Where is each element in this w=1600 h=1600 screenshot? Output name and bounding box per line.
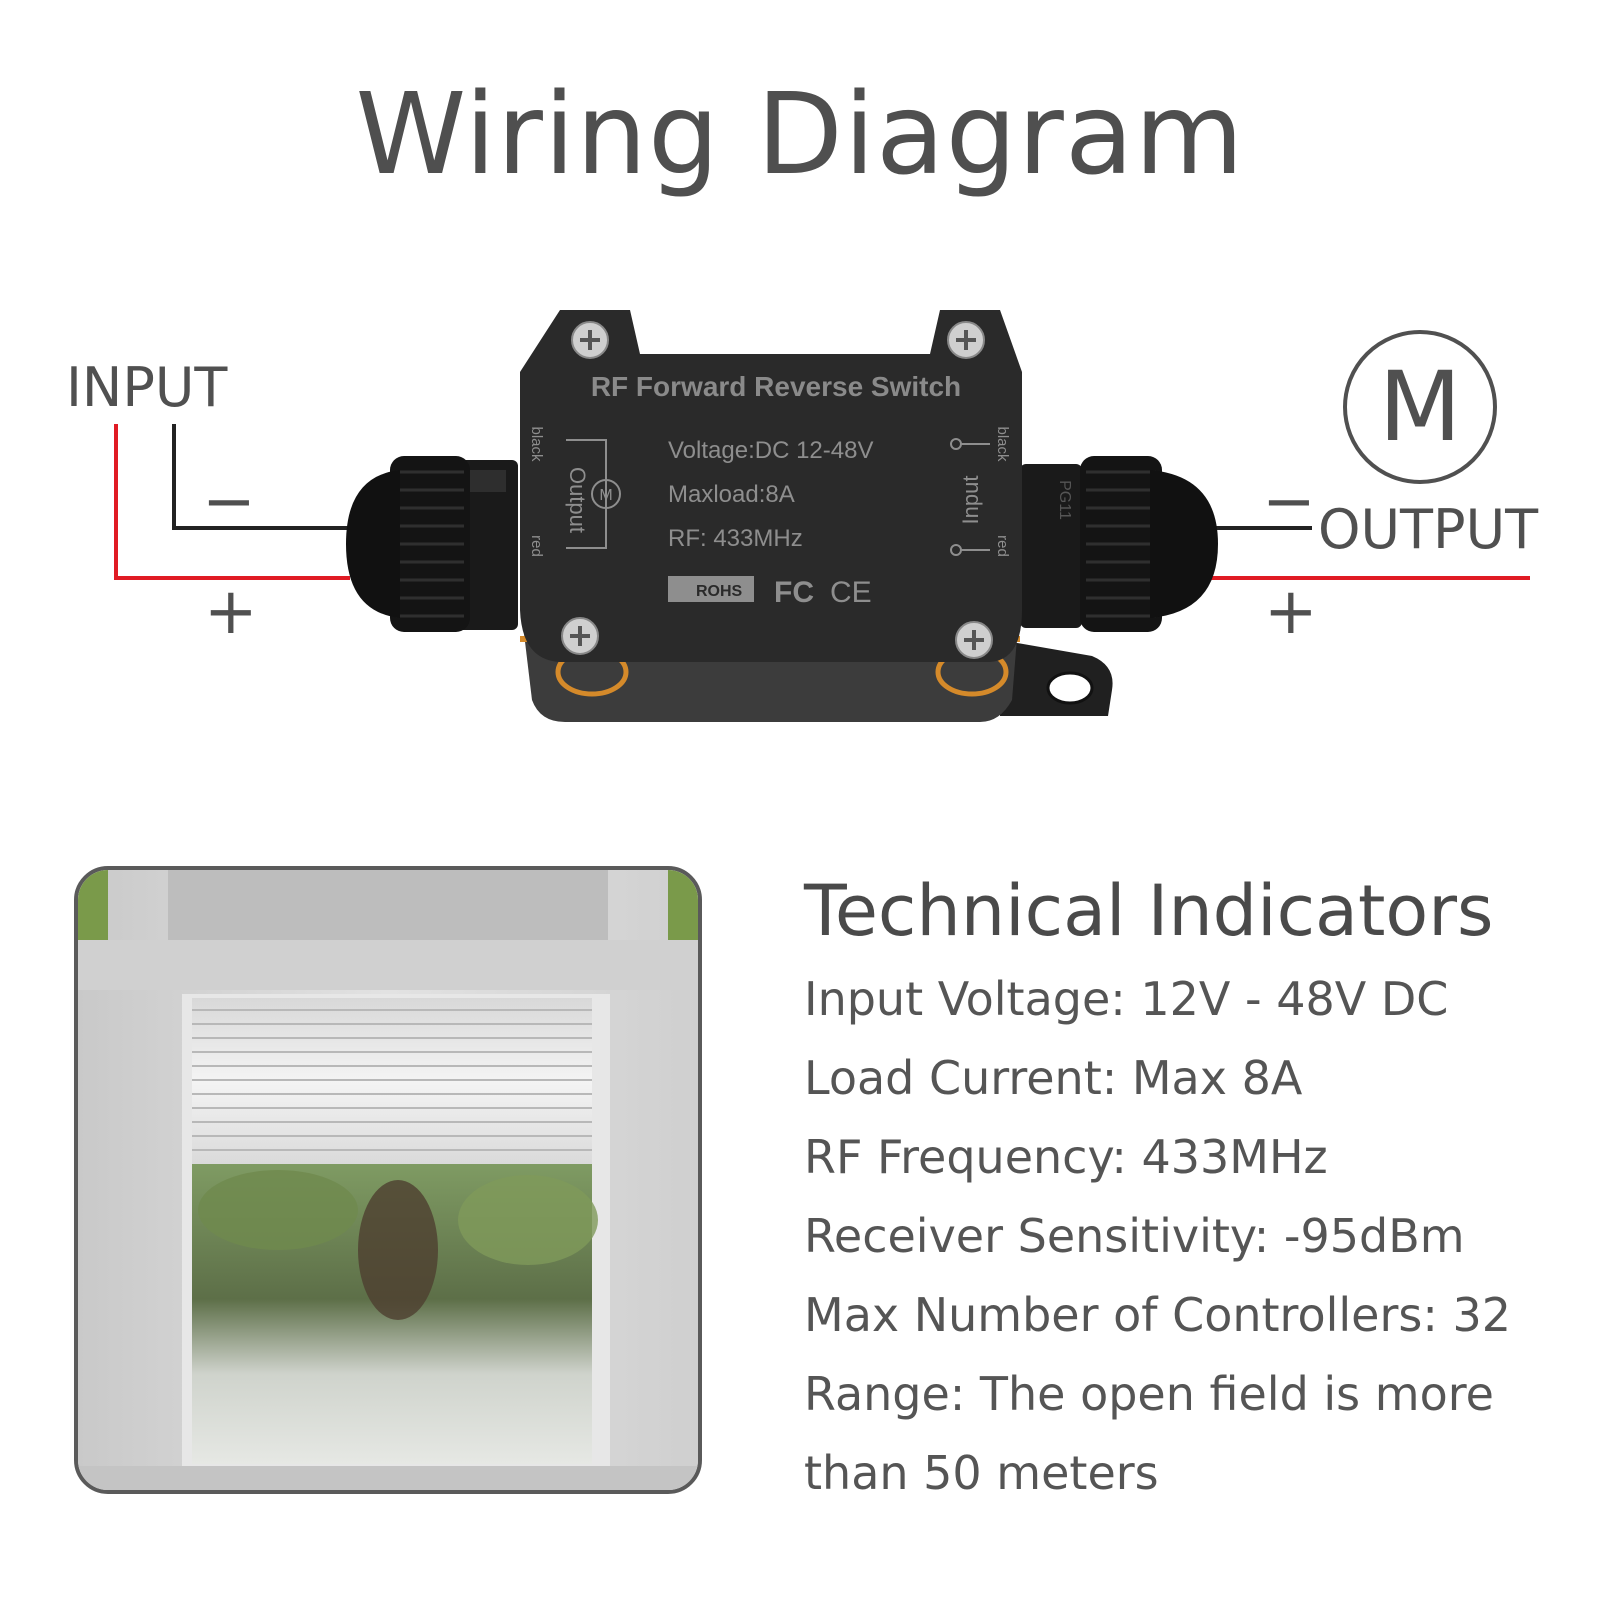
right-port-label: Input xyxy=(958,476,983,525)
foliage-left xyxy=(78,870,108,940)
left-terminal-markings: Output xyxy=(565,467,590,533)
output-label: OUTPUT xyxy=(1318,498,1539,561)
spec-line: RF Frequency: 433MHz xyxy=(804,1130,1328,1184)
tech-heading: Technical Indicators xyxy=(804,870,1494,952)
motor-symbol: M xyxy=(1343,330,1497,484)
rohs-text: ROHS xyxy=(696,583,743,600)
screw-bottom-left xyxy=(561,617,599,655)
enclosure-lid xyxy=(520,310,1022,662)
left-red-label: red xyxy=(528,535,545,557)
rohs-mark xyxy=(668,576,754,602)
lintel-beam xyxy=(78,940,698,990)
left-black-label: black xyxy=(528,426,545,462)
device-rf-text: RF: 433MHz xyxy=(668,525,803,552)
left-motor-letter: M xyxy=(599,487,612,504)
left-motor-circle xyxy=(591,479,621,509)
technical-indicators: Technical Indicators Input Voltage: 12V … xyxy=(804,870,1564,1513)
output-minus-sign: − xyxy=(1262,465,1316,539)
tree-trunk xyxy=(358,1180,438,1320)
spec-line: Load Current: Max 8A xyxy=(804,1051,1303,1105)
right-red-label: red xyxy=(994,535,1011,557)
left-port-label: Output xyxy=(565,467,590,533)
screw-bottom-right xyxy=(955,621,993,659)
left-gland-dome xyxy=(346,470,400,618)
shutter-slat-lines xyxy=(192,1009,592,1151)
input-minus-sign: − xyxy=(202,465,256,539)
right-gland-dome xyxy=(1150,470,1218,618)
fc-mark: FC xyxy=(774,576,814,609)
left-gland-nut xyxy=(456,460,518,630)
spec-line: Max Number of Controllers: 32 xyxy=(804,1288,1511,1342)
input-label: INPUT xyxy=(66,356,228,419)
output-plus-sign: + xyxy=(1264,575,1318,649)
roller-shutter-photo xyxy=(74,866,702,1494)
device-name-text: RF Forward Reverse Switch xyxy=(591,371,961,402)
wiring-diagram: RF Forward Reverse Switch Voltage:DC 12-… xyxy=(114,310,1530,722)
screw-top-right xyxy=(947,321,985,359)
device-voltage-text: Voltage:DC 12-48V xyxy=(668,437,873,464)
bush-left xyxy=(198,1170,358,1250)
motor-letter: M xyxy=(1378,351,1462,463)
left-terminal-lines xyxy=(566,439,607,549)
right-gland-nut xyxy=(1020,464,1082,628)
page-title: Wiring Diagram xyxy=(355,70,1245,200)
spec-line: Receiver Sensitivity: -95dBm xyxy=(804,1209,1465,1263)
right-black-label: black xyxy=(994,426,1011,462)
left-gland-label-plate xyxy=(470,470,506,492)
input-plus-sign: + xyxy=(204,575,258,649)
spec-line: Input Voltage: 12V - 48V DC xyxy=(804,972,1449,1026)
input-positive-wire xyxy=(114,424,350,580)
screw-top-left xyxy=(571,321,609,359)
spec-line: than 50 meters xyxy=(804,1446,1159,1500)
input-negative-wire xyxy=(172,424,350,530)
bush-right xyxy=(458,1175,598,1265)
floor xyxy=(78,1466,698,1490)
gland-label: PG11 xyxy=(1056,480,1073,520)
mounting-hole xyxy=(1046,671,1094,705)
roller-shutter-illustration xyxy=(78,870,698,1490)
foliage-right xyxy=(668,870,698,940)
ce-mark: CE xyxy=(830,576,872,609)
device-maxload-text: Maxload:8A xyxy=(668,481,795,508)
lintel-top xyxy=(168,870,608,940)
spec-line: Range: The open field is more xyxy=(804,1367,1494,1421)
